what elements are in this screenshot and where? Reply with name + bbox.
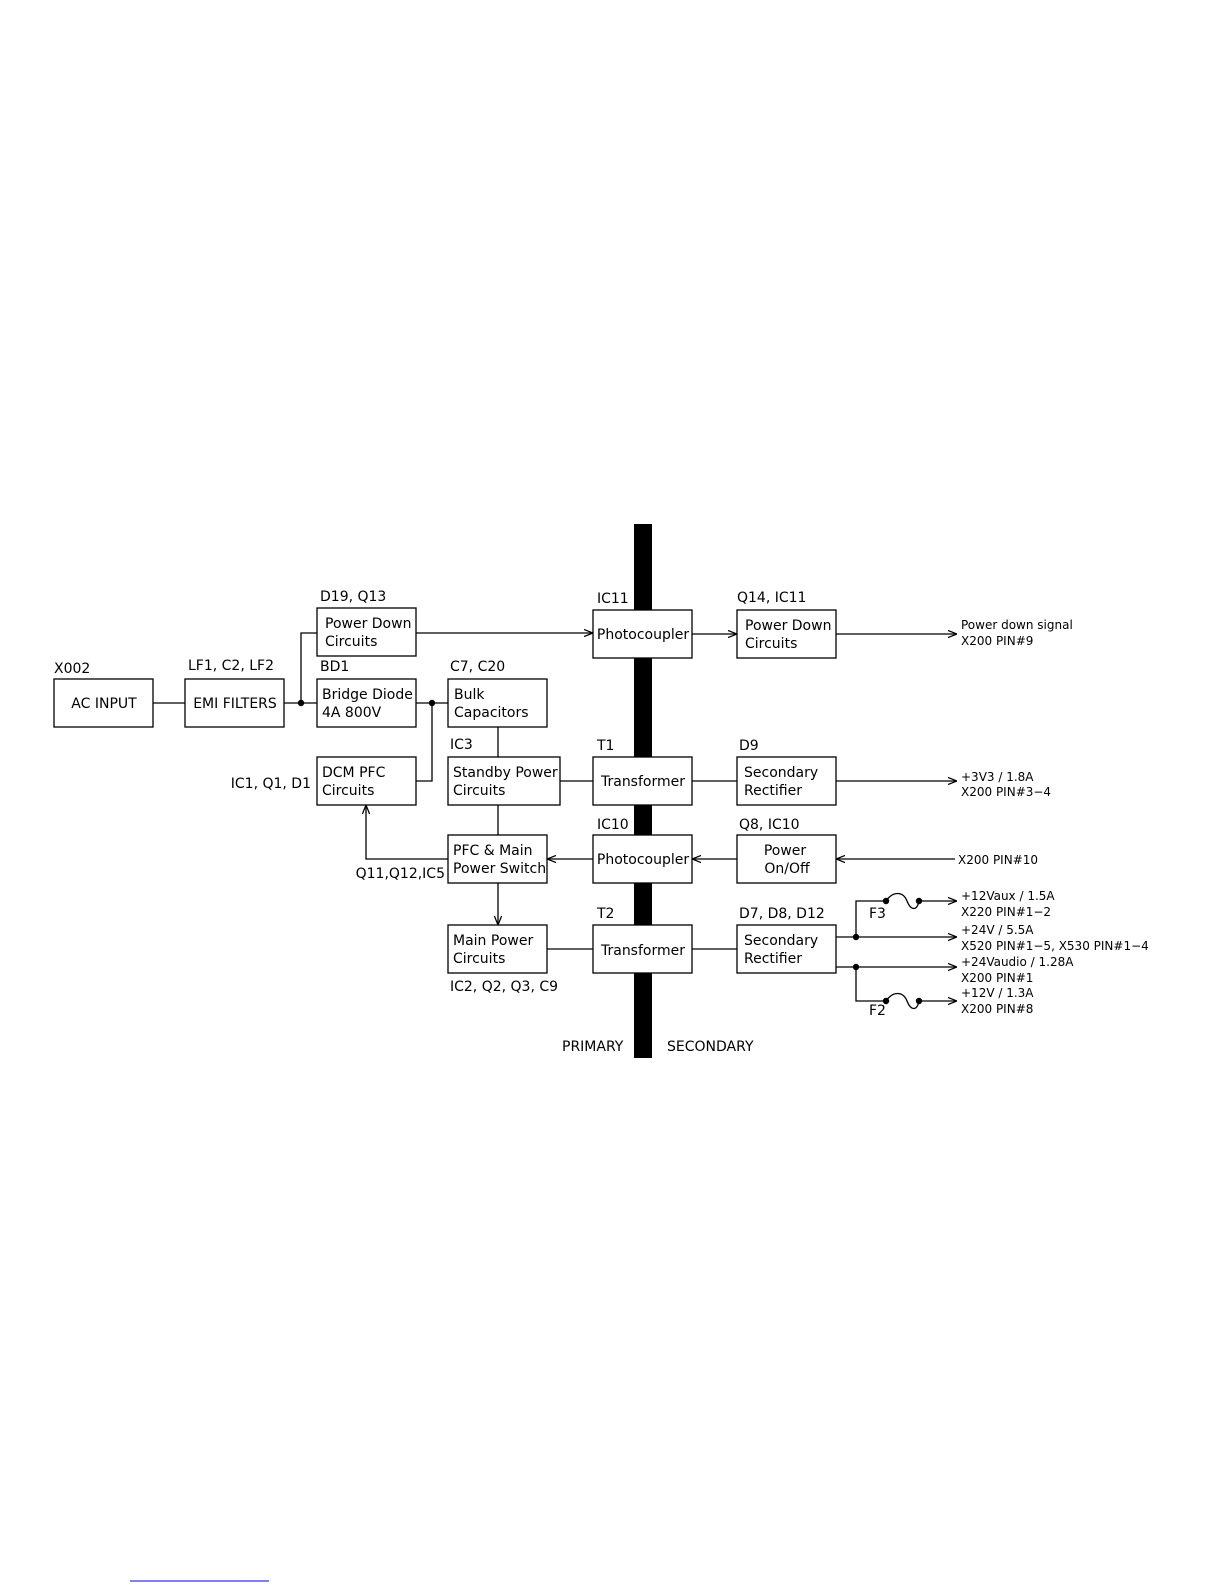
- power-down-primary-ref: D19, Q13: [320, 589, 386, 605]
- v12aux-label: +12Vaux / 1.5A: [961, 889, 1055, 903]
- power-down-signal-pin: X200 PIN#9: [961, 634, 1033, 648]
- bridge-diode-line2: 4A 800V: [322, 705, 382, 721]
- dcm-pfc-ref: IC1, Q1, D1: [231, 776, 311, 792]
- transformer-t2-ref: T2: [596, 906, 614, 922]
- transformer-t1-label: Transformer: [600, 774, 685, 790]
- standby-power-line2: Circuits: [453, 783, 505, 799]
- v12-label: +12V / 1.3A: [961, 986, 1034, 1000]
- pfc-main-switch-line1: PFC & Main: [453, 843, 533, 859]
- v24audio-label: +24Vaudio / 1.28A: [961, 955, 1074, 969]
- transformer-t2-block: Transformer T2: [592, 906, 693, 974]
- ac-input-ref: X002: [54, 661, 90, 677]
- pfc-main-switch-block: PFC & Main Power Switch Q11,Q12,IC5: [356, 834, 548, 884]
- standby-power-ref: IC3: [450, 737, 473, 753]
- secondary-rectifier-d7-ref: D7, D8, D12: [739, 906, 825, 922]
- v3v3-label: +3V3 / 1.8A: [961, 770, 1034, 784]
- photocoupler-ic11-label: Photocoupler: [597, 627, 689, 643]
- photocoupler-ic11-ref: IC11: [597, 591, 629, 607]
- power-onoff-ref: Q8, IC10: [739, 817, 800, 833]
- v3v3-pin: X200 PIN#3−4: [961, 785, 1051, 799]
- fuse-f3-label: F3: [869, 906, 886, 922]
- fuse-f2-label: F2: [869, 1003, 886, 1019]
- transformer-t1-ref: T1: [596, 738, 614, 754]
- standby-power-line1: Standby Power: [453, 765, 558, 781]
- ac-input-label: AC INPUT: [71, 696, 137, 712]
- power-down-primary-line2: Circuits: [325, 634, 377, 650]
- power-onoff-block: Power On/Off Q8, IC10: [736, 817, 837, 884]
- main-power-block: Main Power Circuits IC2, Q2, Q3, C9: [447, 924, 558, 995]
- ac-input-block: AC INPUT X002: [53, 661, 154, 728]
- main-power-line2: Circuits: [453, 951, 505, 967]
- power-down-secondary-block: Power Down Circuits Q14, IC11: [736, 590, 837, 659]
- emi-filters-label: EMI FILTERS: [193, 696, 277, 712]
- photocoupler-ic10-ref: IC10: [597, 817, 629, 833]
- v12aux-pin: X220 PIN#1−2: [961, 905, 1051, 919]
- pfc-main-switch-ref: Q11,Q12,IC5: [356, 866, 445, 882]
- power-down-primary-line1: Power Down: [325, 616, 411, 632]
- secondary-rectifier-d7-block: Secondary Rectifier D7, D8, D12: [736, 906, 837, 974]
- secondary-rectifier-d9-block: Secondary Rectifier D9: [736, 738, 837, 806]
- dcm-pfc-line2: Circuits: [322, 783, 374, 799]
- power-down-secondary-line2: Circuits: [745, 636, 797, 652]
- dcm-pfc-block: DCM PFC Circuits IC1, Q1, D1: [231, 756, 417, 806]
- v24-label: +24V / 5.5A: [961, 923, 1034, 937]
- emi-filters-block: EMI FILTERS LF1, C2, LF2: [184, 658, 285, 728]
- photocoupler-ic10-block: Photocoupler IC10: [592, 817, 693, 884]
- v24audio-pin: X200 PIN#1: [961, 971, 1033, 985]
- transformer-t2-label: Transformer: [600, 943, 685, 959]
- bulk-capacitors-line2: Capacitors: [454, 705, 529, 721]
- bulk-capacitors-block: Bulk Capacitors C7, C20: [447, 659, 548, 728]
- photocoupler-ic11-block: Photocoupler IC11: [592, 591, 693, 659]
- v12-pin: X200 PIN#8: [961, 1002, 1033, 1016]
- standby-power-block: Standby Power Circuits IC3: [447, 737, 561, 806]
- secondary-side-label: SECONDARY: [667, 1039, 754, 1055]
- secondary-rectifier-d9-ref: D9: [739, 738, 759, 754]
- photocoupler-ic10-label: Photocoupler: [597, 852, 689, 868]
- pfc-main-switch-line2: Power Switch: [453, 861, 546, 877]
- power-onoff-line1: Power: [764, 843, 807, 859]
- power-down-signal-label: Power down signal: [961, 618, 1073, 632]
- secondary-rectifier-d7-line1: Secondary: [744, 933, 818, 949]
- secondary-rectifier-d9-line2: Rectifier: [744, 783, 802, 799]
- power-onoff-line2: On/Off: [764, 861, 810, 877]
- primary-side-label: PRIMARY: [562, 1039, 624, 1055]
- transformer-t1-block: Transformer T1: [592, 738, 693, 806]
- secondary-rectifier-d7-line2: Rectifier: [744, 951, 802, 967]
- bulk-capacitors-line1: Bulk: [454, 687, 485, 703]
- bulk-capacitors-ref: C7, C20: [450, 659, 505, 675]
- main-power-ref: IC2, Q2, Q3, C9: [450, 979, 558, 995]
- dcm-pfc-line1: DCM PFC: [322, 765, 386, 781]
- secondary-rectifier-d9-line1: Secondary: [744, 765, 818, 781]
- power-down-primary-block: Power Down Circuits D19, Q13: [316, 589, 417, 657]
- connection-wires: [153, 633, 957, 1010]
- power-down-secondary-ref: Q14, IC11: [737, 590, 806, 606]
- power-down-secondary-line1: Power Down: [745, 618, 831, 634]
- output-signal-labels: Power down signal X200 PIN#9 +3V3 / 1.8A…: [958, 618, 1149, 1016]
- main-power-line1: Main Power: [453, 933, 533, 949]
- power-onoff-input-pin: X200 PIN#10: [958, 853, 1038, 867]
- bridge-diode-ref: BD1: [320, 659, 349, 675]
- bridge-diode-block: Bridge Diode 4A 800V BD1: [316, 659, 417, 728]
- v24-pin: X520 PIN#1−5, X530 PIN#1−4: [961, 939, 1149, 953]
- bridge-diode-line1: Bridge Diode: [322, 687, 413, 703]
- emi-filters-ref: LF1, C2, LF2: [188, 658, 274, 674]
